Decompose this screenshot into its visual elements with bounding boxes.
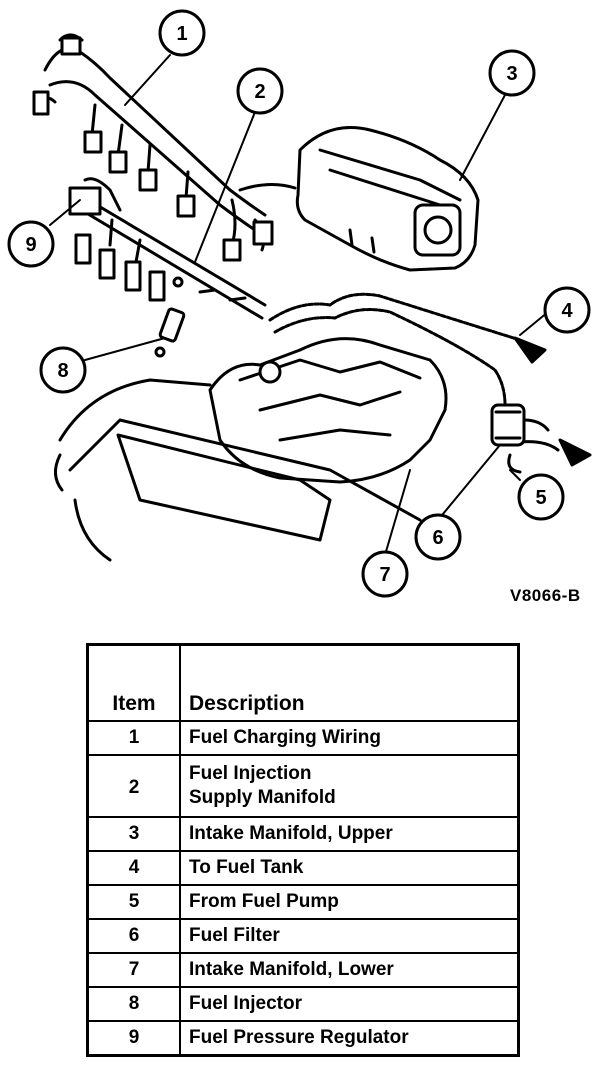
legend-item-number: 9 [86, 1020, 181, 1057]
callout-label-7: 7 [379, 564, 390, 586]
legend-item-description: Intake Manifold, Lower [179, 952, 520, 988]
callout-label-9: 9 [25, 234, 36, 256]
legend-item-description: To Fuel Tank [179, 850, 520, 886]
legend-item-description: From Fuel Pump [179, 884, 520, 920]
lower-intake-manifold-drawing [208, 337, 448, 484]
legend-row: 9 Fuel Pressure Regulator [86, 1020, 520, 1057]
callout-label-3: 3 [506, 63, 517, 85]
callout-4 [543, 286, 591, 334]
exploded-fuel-system-diagram: 1 2 3 4 5 6 7 8 9 [7, 9, 592, 598]
legend-row: 2 Fuel Injection Supply Manifold [86, 754, 520, 818]
callout-6 [414, 513, 462, 561]
callout-label-4: 4 [561, 300, 573, 322]
legend-header-item: Item [86, 643, 181, 722]
legend-row: 1 Fuel Charging Wiring [86, 720, 520, 756]
callout-7 [361, 550, 409, 598]
legend-item-number: 3 [86, 816, 181, 852]
callout-label-8: 8 [57, 360, 68, 382]
legend-row: 3 Intake Manifold, Upper [86, 816, 520, 852]
legend-table: Item Description 1 Fuel Charging Wiring … [86, 643, 520, 1057]
legend-row: 8 Fuel Injector [86, 986, 520, 1022]
legend-row: 6 Fuel Filter [86, 918, 520, 954]
fuel-lines-drawing [268, 292, 592, 474]
legend-item-description: Intake Manifold, Upper [179, 816, 520, 852]
upper-intake-manifold-drawing [295, 126, 480, 272]
callout-label-6: 6 [432, 527, 443, 549]
callout-9 [7, 220, 55, 268]
fuel-rail-drawing [68, 177, 267, 320]
legend-item-number: 2 [86, 754, 181, 818]
callout-5 [517, 473, 565, 521]
callout-label-2: 2 [254, 81, 265, 103]
legend-item-number: 4 [86, 850, 181, 886]
legend-header-row: Item Description [86, 643, 520, 722]
callout-circles [7, 9, 591, 598]
legend-item-description: Fuel Injector [179, 986, 520, 1022]
legend-item-description: Fuel Injection Supply Manifold [179, 754, 520, 818]
fuel-filter-drawing [490, 403, 550, 447]
leader-lines [49, 54, 549, 556]
fuel-injector-drawing [154, 307, 186, 358]
legend-row: 7 Intake Manifold, Lower [86, 952, 520, 988]
legend-item-number: 6 [86, 918, 181, 954]
callout-2 [236, 67, 284, 115]
callout-8 [39, 346, 87, 394]
figure-code: V8066-B [510, 586, 581, 605]
legend-item-number: 8 [86, 986, 181, 1022]
legend-item-description: Fuel Filter [179, 918, 520, 954]
legend-item-description: Fuel Pressure Regulator [179, 1020, 520, 1057]
legend-item-number: 5 [86, 884, 181, 920]
legend-header-description: Description [179, 643, 520, 722]
callout-3 [488, 49, 536, 97]
legend-row: 4 To Fuel Tank [86, 850, 520, 886]
legend-row: 5 From Fuel Pump [86, 884, 520, 920]
legend-item-number: 7 [86, 952, 181, 988]
engine-block-drawing [54, 378, 422, 562]
legend-item-description: Fuel Charging Wiring [179, 720, 520, 756]
callout-1 [158, 9, 206, 57]
callout-label-1: 1 [176, 23, 187, 45]
legend-item-number: 1 [86, 720, 181, 756]
callout-label-5: 5 [535, 487, 546, 509]
fuel-charging-wiring-drawing [32, 33, 297, 262]
